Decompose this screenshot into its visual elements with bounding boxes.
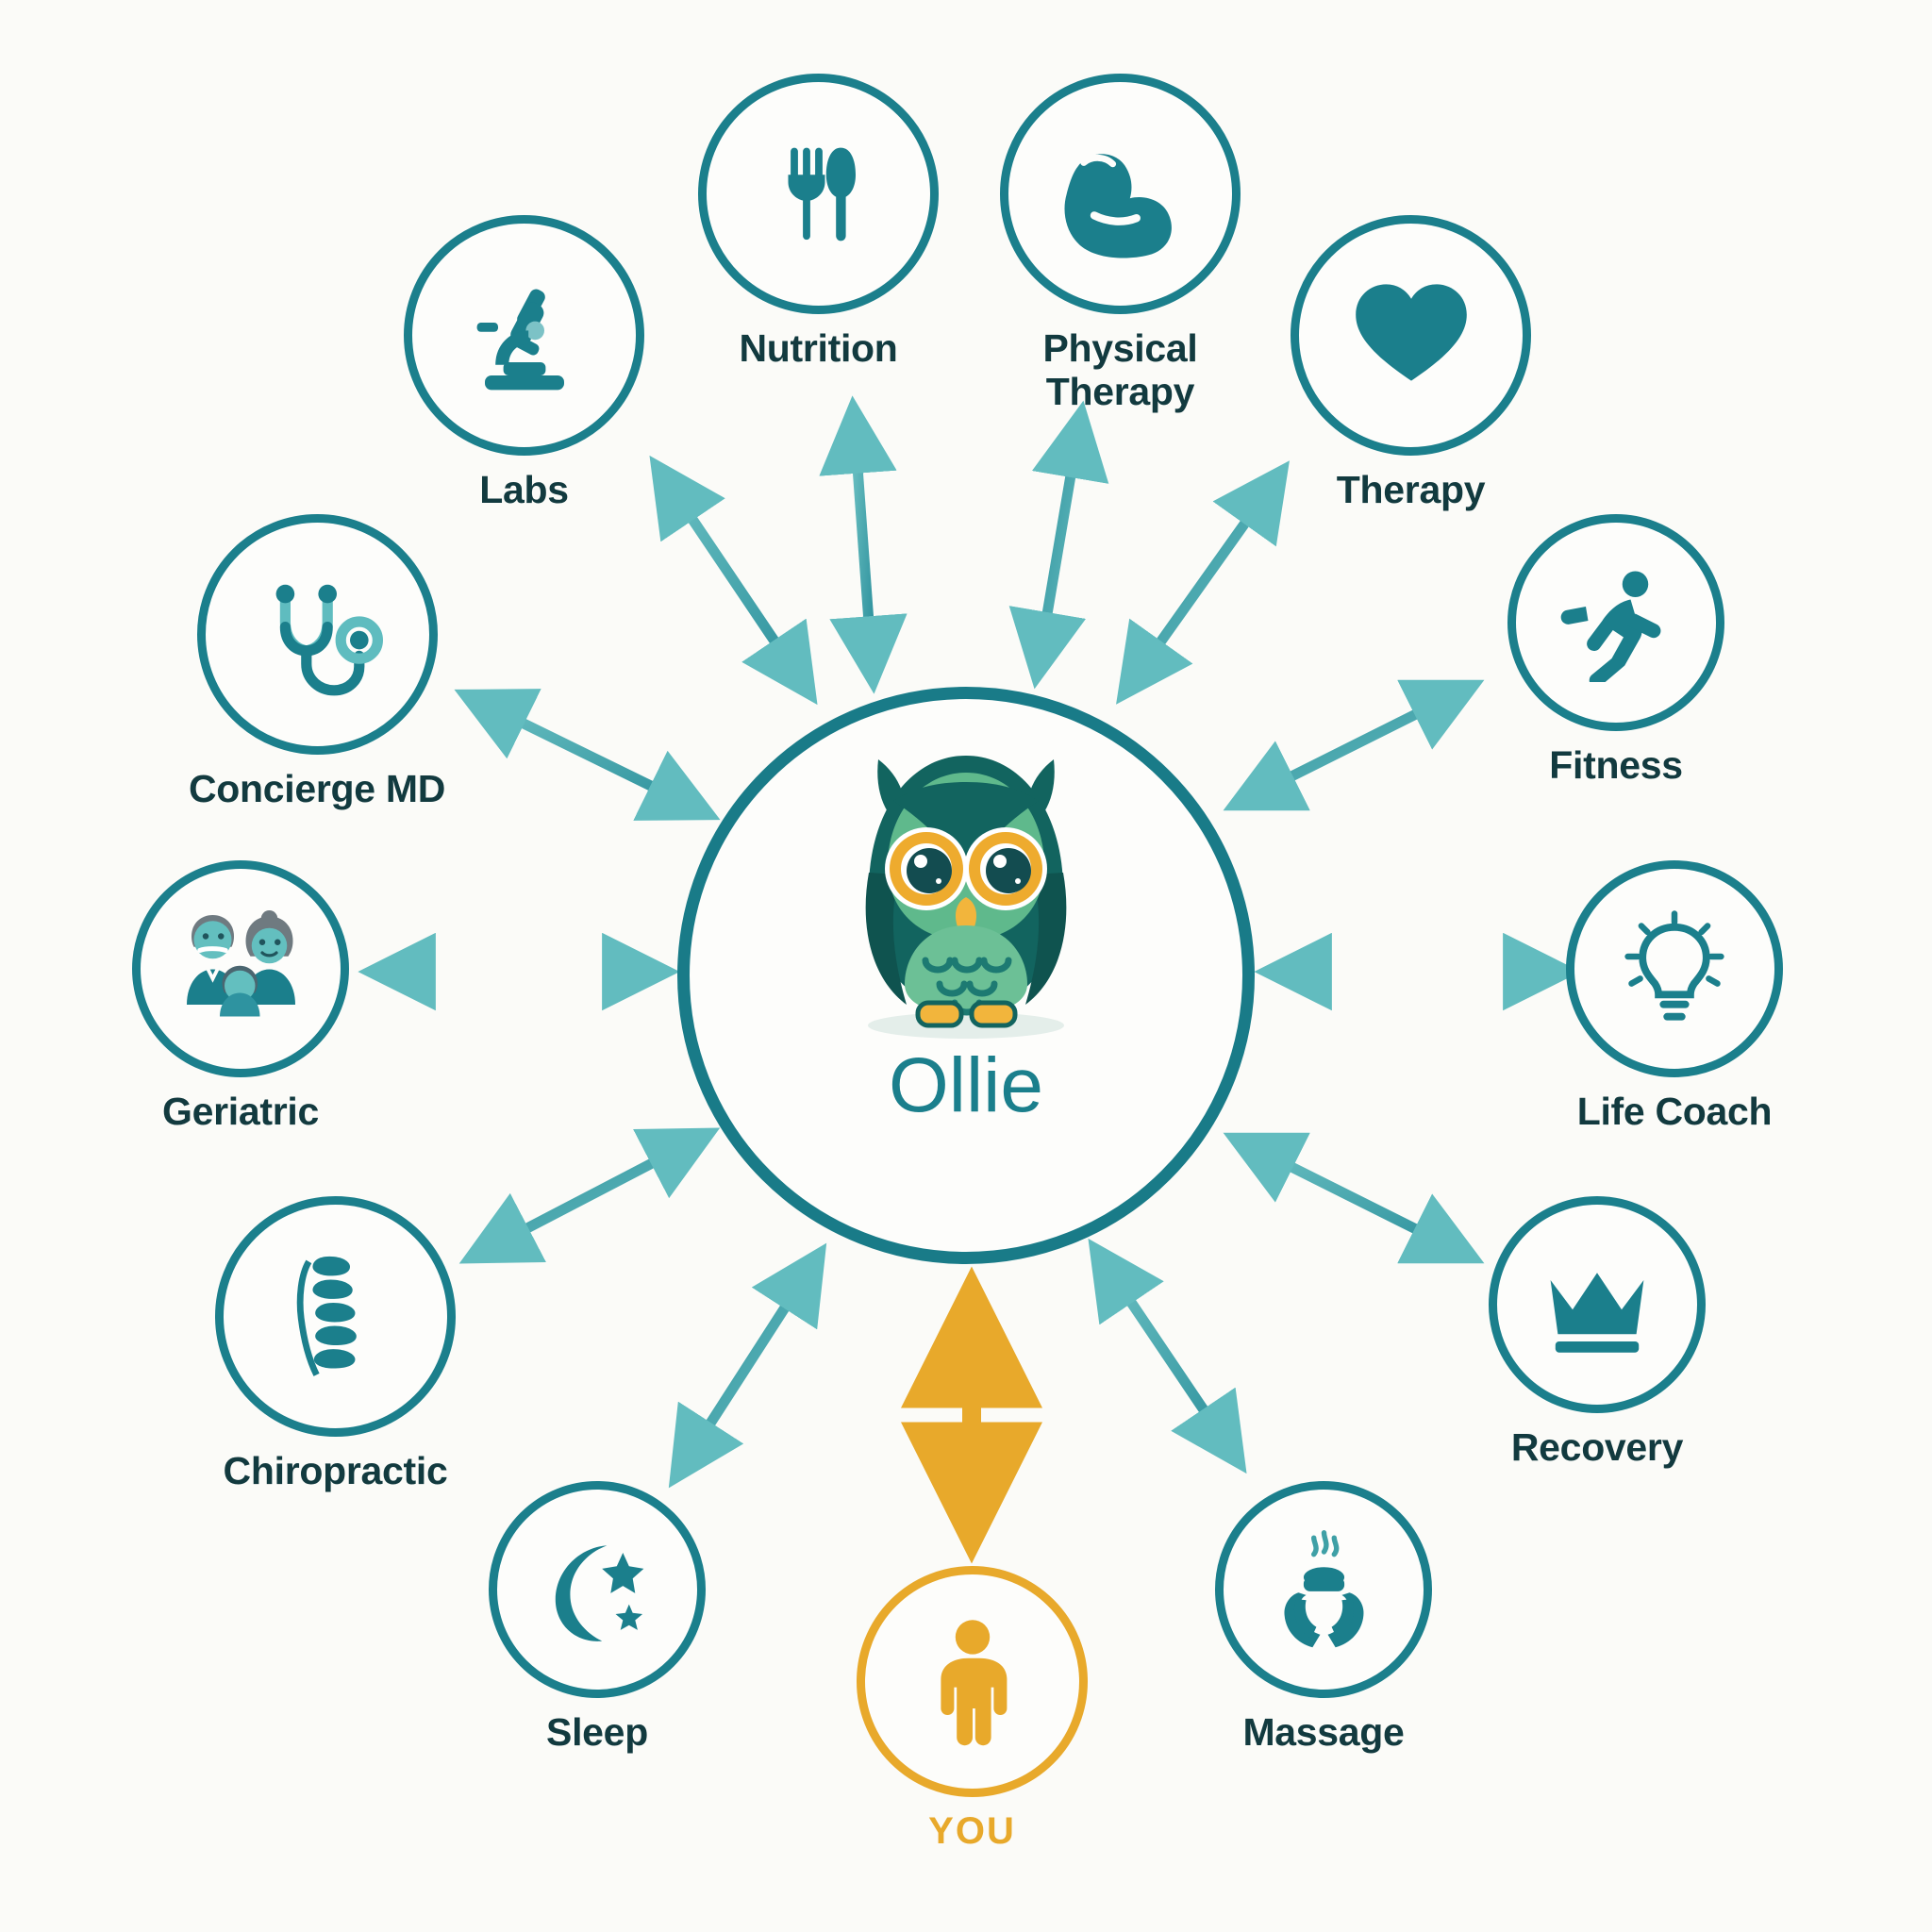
node-you[interactable]: YOU xyxy=(857,1566,1088,1853)
hub-label: Ollie xyxy=(888,1042,1044,1128)
fork-knife-icon xyxy=(788,147,856,241)
nutrition-label: Nutrition xyxy=(739,326,898,370)
geriatric-label: Geriatric xyxy=(162,1090,319,1133)
edge-labs xyxy=(649,455,818,706)
life-coach-label: Life Coach xyxy=(1576,1090,1773,1133)
sleep-label: Sleep xyxy=(546,1710,648,1754)
you-circle[interactable] xyxy=(857,1566,1088,1797)
massage-circle[interactable] xyxy=(1215,1481,1432,1698)
edge-sleep xyxy=(668,1242,827,1489)
edge-chiropractic xyxy=(458,1127,721,1264)
owl-mascot xyxy=(820,731,1112,1047)
node-fitness[interactable]: Fitness xyxy=(1507,514,1724,788)
edge-physical-therapy xyxy=(1008,400,1109,690)
labs-label: Labs xyxy=(479,468,569,511)
node-life-coach[interactable]: Life Coach xyxy=(1566,860,1783,1134)
physical-therapy-circle[interactable] xyxy=(1000,74,1241,314)
node-recovery[interactable]: Recovery xyxy=(1489,1196,1706,1470)
node-labs[interactable]: Labs xyxy=(404,215,644,512)
spa-hands-icon xyxy=(1283,1529,1364,1647)
stethoscope-icon xyxy=(275,584,384,695)
node-therapy[interactable]: Therapy xyxy=(1291,215,1531,512)
heart-icon xyxy=(1355,283,1467,381)
edge-therapy xyxy=(1116,460,1290,705)
flexed-bicep-icon xyxy=(1064,153,1172,258)
fitness-circle[interactable] xyxy=(1507,514,1724,731)
life-coach-circle[interactable] xyxy=(1566,860,1783,1077)
edge-fitness xyxy=(1223,679,1485,811)
recovery-circle[interactable] xyxy=(1489,1196,1706,1413)
node-geriatric[interactable]: Geriatric xyxy=(132,860,349,1134)
fitness-label: Fitness xyxy=(1549,743,1683,787)
family-icon xyxy=(186,909,295,1016)
node-massage[interactable]: Massage xyxy=(1215,1481,1432,1755)
spine-icon xyxy=(296,1256,357,1376)
edge-nutrition xyxy=(819,395,908,694)
hub-ollie[interactable]: Ollie xyxy=(677,687,1255,1264)
nutrition-circle[interactable] xyxy=(698,74,939,314)
sleep-circle[interactable] xyxy=(489,1481,706,1698)
microscope-icon xyxy=(476,289,564,390)
massage-label: Massage xyxy=(1242,1710,1405,1754)
concierge-md-circle[interactable] xyxy=(196,514,438,755)
concierge-md-label: Concierge MD xyxy=(189,767,446,810)
pt-line-2: Therapy xyxy=(1045,369,1195,413)
moon-stars-icon xyxy=(555,1545,644,1641)
node-concierge-md[interactable]: Concierge MD xyxy=(189,514,445,811)
node-chiropractic[interactable]: Chiropractic xyxy=(215,1196,456,1493)
pt-line-1: Physical xyxy=(1042,326,1198,370)
chiropractic-label: Chiropractic xyxy=(223,1449,448,1492)
lightbulb-icon xyxy=(1624,910,1724,1021)
geriatric-circle[interactable] xyxy=(132,860,349,1077)
node-sleep[interactable]: Sleep xyxy=(489,1481,706,1755)
recovery-label: Recovery xyxy=(1510,1425,1684,1469)
person-icon xyxy=(940,1619,1007,1745)
therapy-label: Therapy xyxy=(1336,468,1486,511)
running-person-icon xyxy=(1560,571,1660,682)
you-label: YOU xyxy=(928,1810,1016,1852)
edge-massage xyxy=(1088,1238,1247,1474)
node-nutrition[interactable]: Nutrition xyxy=(698,74,939,371)
edge-recovery xyxy=(1223,1132,1485,1264)
chiropractic-circle[interactable] xyxy=(215,1196,456,1437)
edge-concierge-md xyxy=(454,689,721,821)
labs-circle[interactable] xyxy=(404,215,644,456)
crown-icon xyxy=(1550,1273,1644,1353)
therapy-circle[interactable] xyxy=(1291,215,1531,456)
